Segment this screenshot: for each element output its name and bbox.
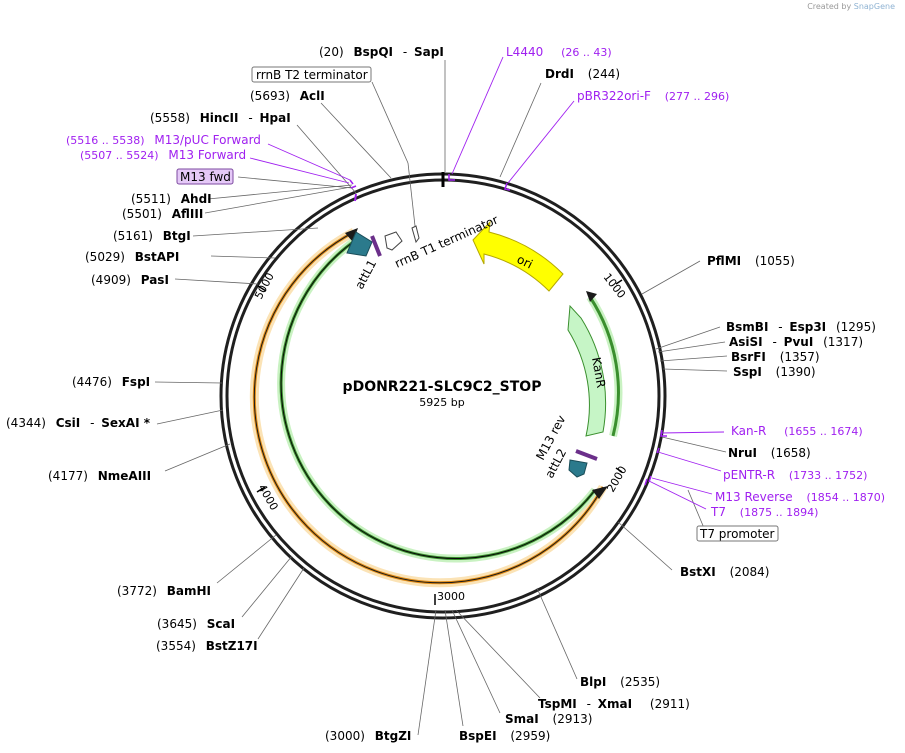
enzyme-bstxi: BstXI (2084) (680, 565, 769, 579)
rrnb-t2-feature (411, 225, 420, 244)
cds-outer-core (253, 231, 604, 584)
ori-feature (472, 220, 564, 292)
tick-label-2000: 2000 (604, 464, 629, 495)
enzyme-tspmi: TspMI - XmaI (2911) (538, 697, 690, 711)
box-t7-promoter-label: T7 promoter (699, 527, 775, 541)
tick-5000 (257, 285, 267, 292)
kan-region-arrowhead (586, 291, 597, 302)
credit-brand: SnapGene (853, 2, 895, 11)
enzyme-btgi: (5161) BtgI (113, 229, 191, 243)
cds-inner-core (280, 239, 596, 559)
primer-pbr322ori: pBR322ori-F (277 .. 296) (577, 89, 729, 103)
box-t7-promoter: T7 promoter (696, 525, 779, 542)
tick-label-1000: 1000 (601, 271, 628, 301)
kanr-label: KanR (589, 356, 608, 389)
credit-prefix: Created by (807, 2, 852, 11)
enzyme-hincii: (5558) HincII - HpaI (150, 111, 291, 125)
enzyme-btgzi: (3000) BtgZI (325, 729, 411, 743)
tick-label-3000: 3000 (437, 590, 465, 603)
primer-m13puc: (5516 .. 5538) M13/pUC Forward (66, 133, 261, 147)
attl1-feature (346, 231, 373, 257)
attl2-feature (568, 459, 588, 478)
m13fwd-site (354, 193, 357, 202)
enzyme-afliii: (5501) AflIII (122, 207, 203, 221)
enzyme-blpi: BlpI (2535) (580, 675, 660, 689)
primer-leader-lines (249, 56, 725, 510)
enzyme-csii: (4344) CsiI - SexAI * (6, 416, 151, 430)
primer-l4440: L4440 (26 .. 43) (506, 45, 612, 59)
primer-m13fwd: (5507 .. 5524) M13 Forward (80, 148, 246, 162)
box-rrnb-t2-label: rrnB T2 terminator (256, 68, 368, 82)
enzyme-bspqi: (20) BspQI - SapI (319, 45, 444, 59)
kanr-feature (567, 304, 607, 437)
enzyme-bspei: BspEI (2959) (459, 729, 550, 743)
rrnb-t1-feature (384, 231, 403, 251)
enzyme-pflmi: PflMI (1055) (707, 254, 795, 268)
attl1-label: attL1 (352, 257, 379, 291)
enzyme-nmeaiii: (4177) NmeAIII (48, 469, 151, 483)
primer-sites (349, 174, 667, 486)
primer-m13rev: M13 Reverse (1854 .. 1870) (715, 490, 885, 504)
enzyme-nrui: NruI (1658) (728, 446, 811, 460)
enzyme-acli: (5693) AclI (250, 89, 325, 103)
enzyme-bsmbi: BsmBI - Esp3I (1295) (726, 320, 876, 334)
plasmid-name: pDONR221-SLC9C2_STOP (343, 379, 542, 395)
enzyme-bamhi: (3772) BamHI (117, 584, 211, 598)
attl1-primer-bar (370, 235, 382, 257)
primer-t7: T7 (1875 .. 1894) (710, 505, 818, 519)
tick-2000 (615, 467, 623, 473)
enzyme-bstz17i: (3554) BstZ17I (156, 639, 258, 653)
box-m13-fwd-label: M13 fwd (180, 170, 231, 184)
box-rrnb-t2: rrnB T2 terminator (251, 66, 372, 83)
primer-pentr: pENTR-R (1733 .. 1752) (723, 468, 867, 482)
leader-lines (154, 60, 728, 736)
tick-1000 (615, 279, 623, 285)
enzyme-drdi: DrdI (244) (545, 67, 620, 81)
ori-label: ori (515, 252, 535, 271)
enzyme-bstapi: (5029) BstAPI (85, 250, 179, 264)
enzyme-asisi: AsiSI - PvuI (1317) (729, 335, 863, 349)
enzyme-fspi: (4476) FspI (72, 375, 150, 389)
enzyme-bsrfi: BsrFI (1357) (731, 350, 820, 364)
m13rev-feature (575, 449, 598, 461)
enzyme-scai: (3645) ScaI (157, 617, 235, 631)
kan-region-arc (588, 296, 620, 437)
enzyme-pasi: (4909) PasI (91, 273, 169, 287)
box-m13-fwd: M13 fwd (176, 168, 234, 185)
primer-kanr: Kan-R (1655 .. 1674) (731, 424, 863, 438)
plasmid-length: 5925 bp (419, 396, 464, 409)
cds-inner-arrowhead (592, 486, 608, 499)
snapgene-credit: Created by SnapGene (807, 2, 895, 11)
tick-4000 (256, 486, 266, 493)
enzyme-smai: SmaI (2913) (505, 712, 592, 726)
enzyme-ahdi: (5511) AhdI (131, 192, 212, 206)
cds-outer-arrowhead (345, 228, 358, 242)
enzyme-sspi: SspI (1390) (733, 365, 816, 379)
